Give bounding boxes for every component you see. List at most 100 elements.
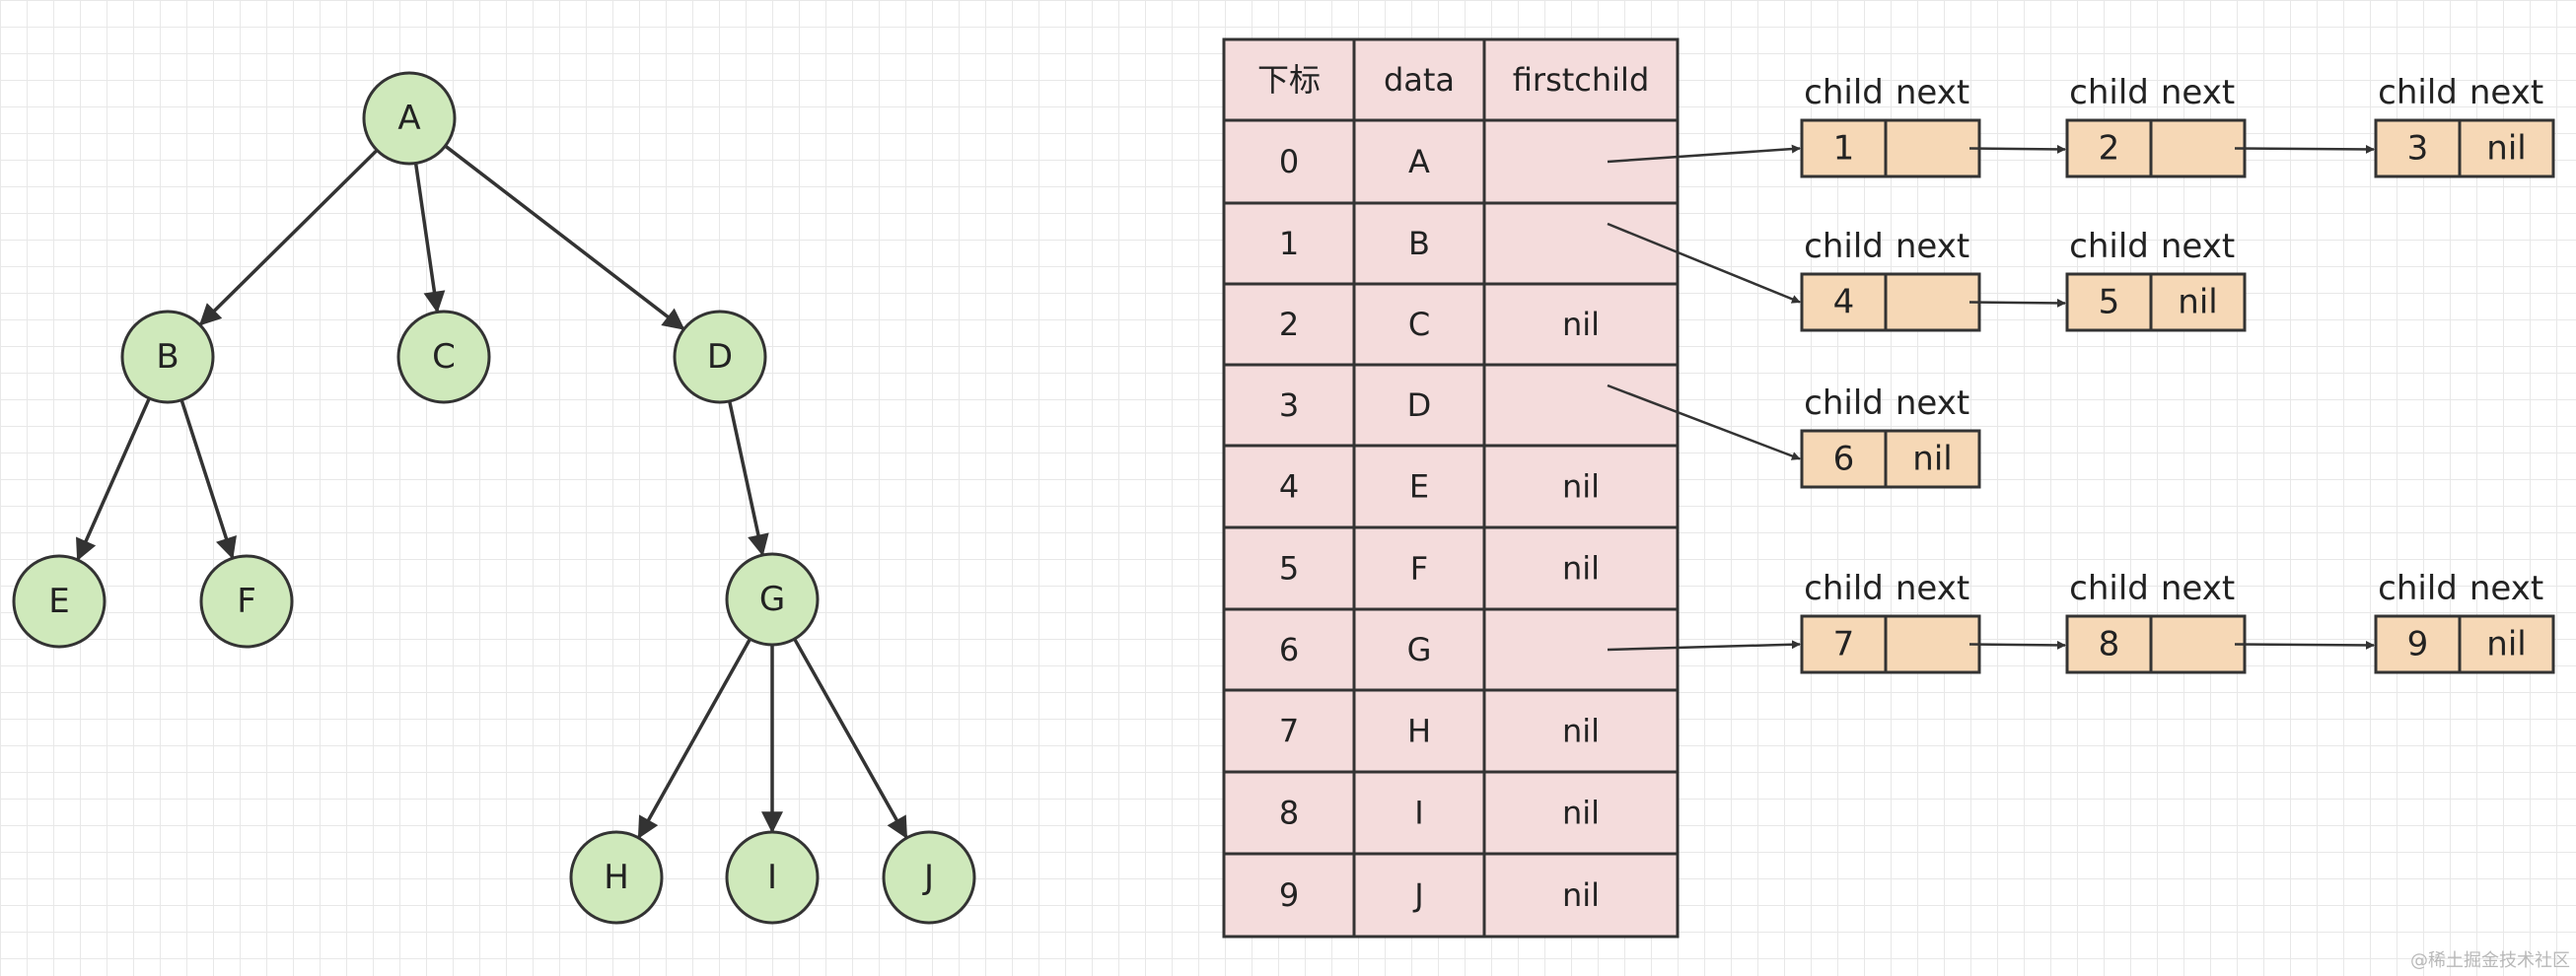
table-cell-data: F <box>1410 550 1428 588</box>
firstchild-pointer-arrow <box>1607 640 1801 652</box>
tree-edge-a-d <box>442 143 685 330</box>
tree-node-a: A <box>362 71 457 166</box>
firstchild-pointer-arrow <box>1607 383 1801 460</box>
list-node-child-box <box>2065 272 2153 332</box>
list-node-next-box <box>1884 118 1981 178</box>
table-cell-index: 3 <box>1279 386 1299 424</box>
list-node-child-label: child <box>1804 73 1884 112</box>
list-node-next-label: next <box>2469 569 2543 608</box>
list-node-child-box <box>2374 118 2462 178</box>
list-node-next-box <box>2458 614 2555 674</box>
tree-node-circle <box>569 830 664 925</box>
tree-node-e: E <box>12 554 107 649</box>
list-node-child-box <box>1800 614 1888 674</box>
firstchild-pointer-arrow <box>1607 222 1801 304</box>
list-node-child-box <box>2374 614 2462 674</box>
tree-node-b: B <box>120 310 215 404</box>
table-cell-index: 6 <box>1279 631 1299 668</box>
tree-node-g: G <box>725 552 820 647</box>
list-node-next-label: next <box>2161 73 2235 112</box>
table-header-2: firstchild <box>1513 61 1650 99</box>
table-cell-firstchild: nil <box>1562 550 1600 588</box>
table-cell-firstchild: nil <box>1562 306 1600 343</box>
tree-edge-g-h <box>637 636 753 839</box>
list-node-child-value: 3 <box>2407 129 2429 169</box>
tree-node-circle <box>12 554 107 649</box>
list-node-child-value: 6 <box>1833 440 1855 479</box>
table-cell-firstchild: nil <box>1562 795 1600 832</box>
list-node-next-label: next <box>1896 73 1969 112</box>
table-cell-index: 0 <box>1279 143 1299 180</box>
list-node-child-label: child <box>2069 569 2149 608</box>
tree-node-label: H <box>604 858 629 897</box>
tree-node-label: F <box>237 582 256 621</box>
tree-edge-g-j <box>792 636 908 839</box>
list-node-next-label: next <box>2161 227 2235 266</box>
tree-node-label: D <box>707 337 733 377</box>
tree-node-circle <box>673 310 767 404</box>
next-pointer-arrow <box>2234 640 2375 650</box>
tree-node-label: A <box>397 99 420 138</box>
table-cell-data: B <box>1408 225 1430 262</box>
list-node-child-value: 4 <box>1833 283 1855 322</box>
list-node-next-value: nil <box>2486 129 2526 169</box>
list-node-next-value: nil <box>1912 440 1952 479</box>
table-cell-data: A <box>1408 143 1430 180</box>
tree-node-circle <box>396 310 491 404</box>
list-node-next-value: nil <box>2178 283 2217 322</box>
list-node-next-box <box>2149 614 2247 674</box>
tree-edge-b-f <box>179 397 237 560</box>
table-cell-index: 8 <box>1279 795 1299 832</box>
list-node-next-label: next <box>2469 73 2543 112</box>
list-node-child-label: child <box>2378 569 2458 608</box>
tree-node-h: H <box>569 830 664 925</box>
table-cell-index: 1 <box>1279 225 1299 262</box>
table-header-0: 下标 <box>1257 61 1321 99</box>
list-node-next-box <box>2149 272 2247 332</box>
tree-node-i: I <box>725 830 820 925</box>
list-node-child-label: child <box>1804 383 1884 423</box>
list-node-next-label: next <box>2161 569 2235 608</box>
watermark: @稀土掘金技术社区 <box>2410 950 2570 971</box>
table-cell-index: 4 <box>1279 468 1299 506</box>
table-cell-data: D <box>1407 386 1432 424</box>
next-pointer-arrow <box>1968 144 2066 154</box>
table-cell-firstchild: nil <box>1562 468 1600 506</box>
tree-node-label: J <box>922 858 934 897</box>
table-cell-data: J <box>1412 876 1423 914</box>
table-cell-data: H <box>1407 713 1431 750</box>
tree-node-j: J <box>882 830 976 925</box>
list-node-child-value: 1 <box>1833 129 1855 169</box>
tree-edge-b-e <box>76 395 152 562</box>
table-cell-index: 9 <box>1279 876 1299 914</box>
list-node-child-value: 5 <box>2099 283 2120 322</box>
tree-node-circle <box>120 310 215 404</box>
tree-node-f: F <box>199 554 294 649</box>
list-node-child-value: 8 <box>2099 625 2120 664</box>
list-node: child next 1 <box>1800 73 2066 178</box>
list-node-child-value: 7 <box>1833 625 1855 664</box>
list-node-child-label: child <box>1804 569 1884 608</box>
list-node-child-box <box>1800 272 1888 332</box>
list-node-next-box <box>1884 614 1981 674</box>
list-node-child-label: child <box>2378 73 2458 112</box>
